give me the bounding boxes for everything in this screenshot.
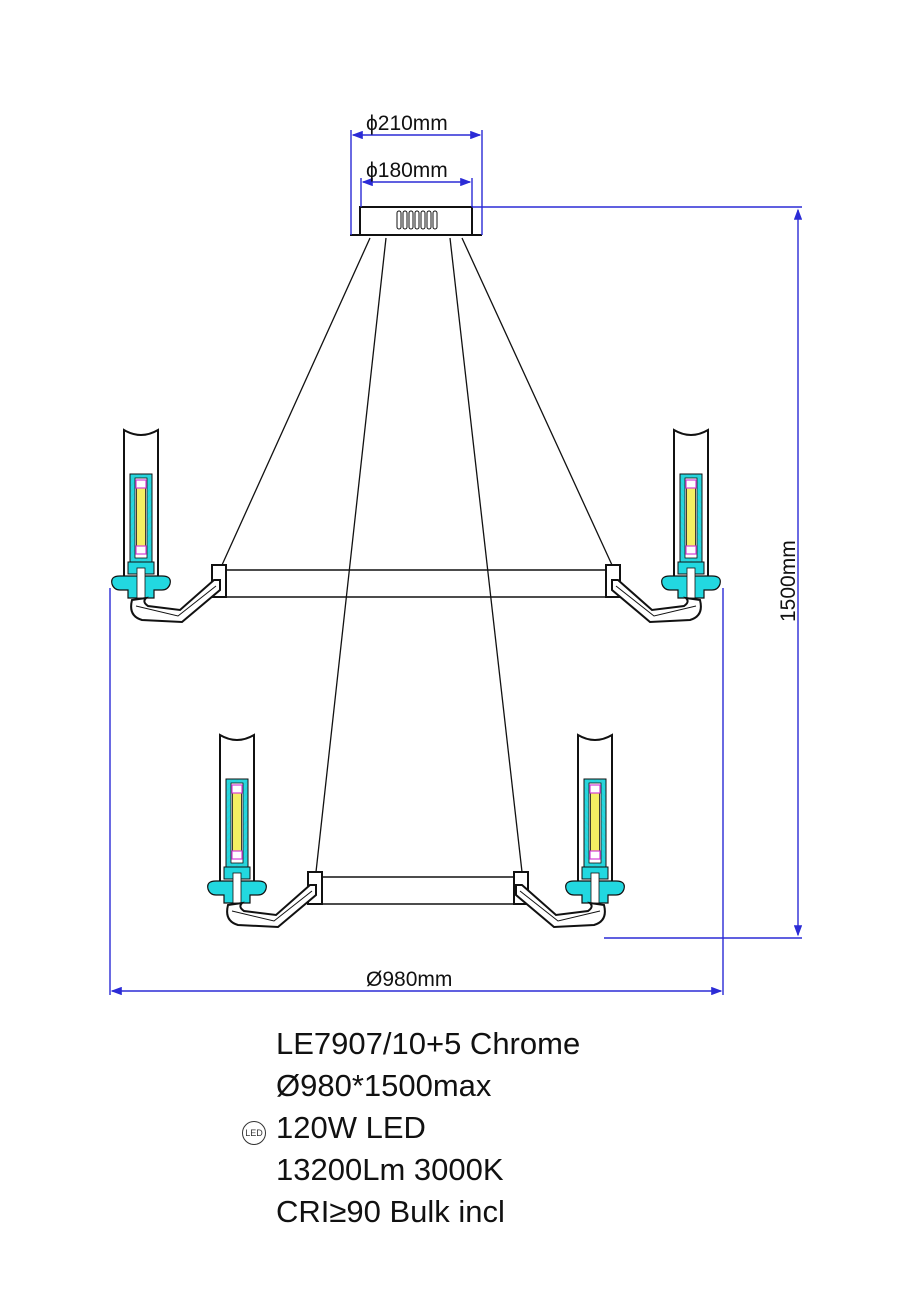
spec-cri: CRI≥90 Bulk incl	[276, 1194, 505, 1229]
dimension-label-diameter: Ø980mm	[366, 968, 452, 991]
chandelier-drawing: ϕ210mm ϕ180mm 1500mm Ø980mm	[109, 112, 803, 996]
dimension-label-height: 1500mm	[777, 540, 800, 622]
lower-ring	[307, 871, 529, 905]
dimension-diameter	[109, 588, 724, 996]
lamp-upper-left	[110, 429, 221, 623]
dimension-canopy-inner	[360, 177, 473, 207]
dimension-canopy-outer	[350, 130, 483, 235]
lamp-upper-right	[611, 429, 722, 623]
lamp-lower-left	[206, 734, 317, 928]
upper-ring	[211, 564, 621, 598]
dimension-label-canopy-outer: ϕ210mm	[366, 112, 448, 135]
spec-size: Ø980*1500max	[276, 1068, 492, 1103]
led-icon: LED	[242, 1121, 266, 1145]
spec-power: 120W LED	[276, 1110, 426, 1145]
dimension-height	[472, 206, 803, 939]
dimension-label-canopy-inner: ϕ180mm	[366, 159, 448, 182]
canopy-vent-icon	[396, 210, 438, 230]
spec-lumen: 13200Lm 3000K	[276, 1152, 504, 1187]
suspension-wires	[221, 237, 613, 873]
lamp-lower-right	[515, 734, 626, 928]
spec-model: LE7907/10+5 Chrome	[276, 1026, 581, 1061]
